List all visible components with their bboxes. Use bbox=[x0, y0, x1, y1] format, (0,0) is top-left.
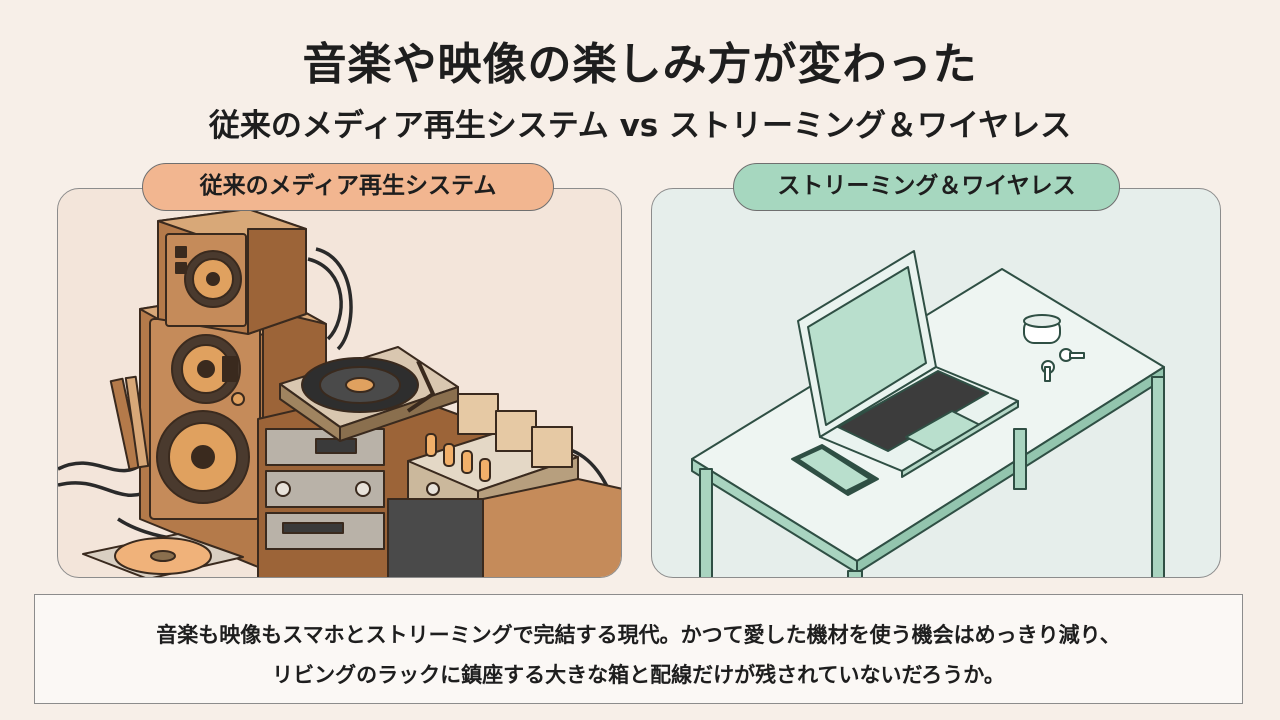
legacy-audio-illustration bbox=[58, 208, 621, 577]
vinyl-records-icon bbox=[109, 375, 150, 471]
caption-box: 音楽も映像もスマホとストリーミングで完結する現代。かつて愛した機材を使う機会はめ… bbox=[34, 594, 1243, 704]
earbuds-case-icon bbox=[1023, 314, 1061, 344]
turntable-icon bbox=[279, 346, 459, 442]
legacy-system-label: 従来のメディア再生システム bbox=[142, 163, 554, 211]
side-cabinet-icon bbox=[387, 478, 621, 577]
caption-line-1: 音楽も映像もスマホとストリーミングで完結する現代。かつて愛した機材を使う機会はめ… bbox=[156, 623, 1121, 647]
caption-line-2: リビングのラックに鎮座する大きな箱と配線だけが残されていないだろうか。 bbox=[272, 663, 1005, 687]
cd-player-icon bbox=[82, 533, 244, 577]
legacy-system-panel bbox=[57, 188, 622, 578]
streaming-label: ストリーミング＆ワイヤレス bbox=[733, 163, 1120, 211]
streaming-illustration bbox=[691, 250, 1165, 577]
page-title: 音楽や映像の楽しみ方が変わった bbox=[302, 39, 978, 90]
smartphone-icon bbox=[791, 444, 879, 496]
page-subtitle: 従来のメディア再生システム vs ストリーミング＆ワイヤレス bbox=[208, 108, 1072, 144]
streaming-panel bbox=[651, 188, 1221, 578]
laptop-icon bbox=[797, 250, 1019, 478]
earbuds-icon bbox=[1041, 348, 1085, 382]
bookshelf-speaker-icon bbox=[157, 208, 307, 335]
